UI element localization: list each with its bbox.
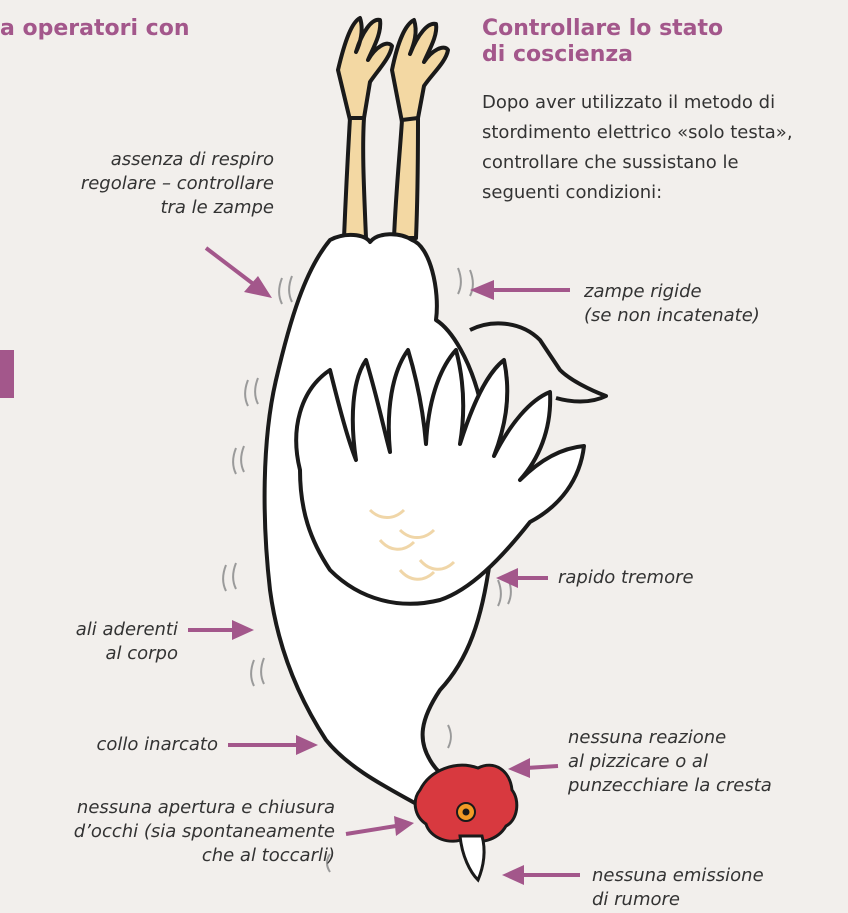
- label-breathing: assenza di respiro regolare – controllar…: [81, 148, 274, 220]
- chicken-head: [415, 765, 517, 880]
- label-tremor: rapido tremore: [558, 566, 694, 590]
- arrow-comb: [508, 758, 558, 778]
- arrow-breathing: [206, 248, 272, 298]
- label-eyes: nessuna apertura e chiusura d’occhi (sia…: [74, 796, 335, 868]
- arrow-neck: [228, 735, 318, 755]
- label-comb: nessuna reazione al pizzicare o al punze…: [568, 726, 772, 798]
- label-neck: collo inarcato: [97, 733, 218, 757]
- right-foot: [392, 20, 448, 122]
- label-noise: nessuna emissione di rumore: [592, 864, 764, 912]
- arrow-noise: [502, 865, 580, 885]
- arrow-legs: [470, 280, 570, 300]
- arrow-wings: [188, 620, 254, 640]
- left-foot: [338, 18, 392, 120]
- arrow-eyes: [346, 816, 414, 836]
- left-leg: [344, 118, 366, 238]
- label-wings: ali aderenti al corpo: [76, 618, 178, 666]
- arrow-tremor: [496, 568, 548, 588]
- beak: [460, 836, 484, 880]
- label-legs: zampe rigide (se non incatenate): [584, 280, 760, 328]
- right-leg: [394, 118, 418, 238]
- chicken-legs: [338, 18, 448, 238]
